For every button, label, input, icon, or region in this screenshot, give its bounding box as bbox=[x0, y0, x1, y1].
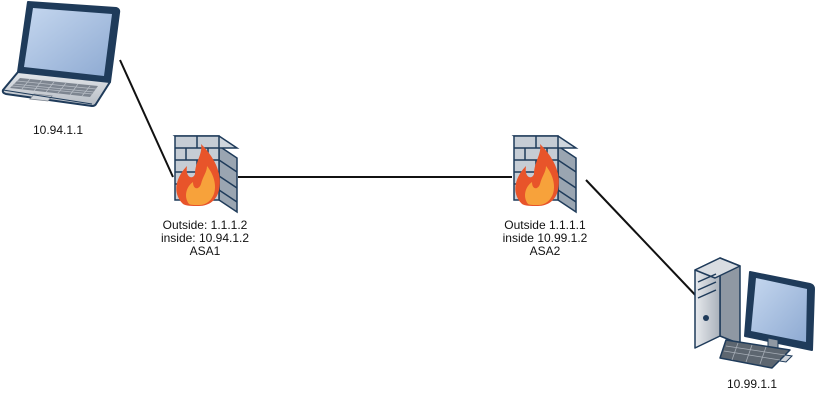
firewall-icon[interactable] bbox=[511, 135, 579, 214]
asa2-label: Outside 1.1.1.1 inside 10.99.1.2 ASA2 bbox=[480, 219, 610, 258]
asa2-outside-ip: Outside 1.1.1.1 bbox=[504, 218, 586, 232]
asa2-inside-ip: inside 10.99.1.2 bbox=[502, 231, 588, 245]
firewall-icon[interactable] bbox=[172, 135, 240, 214]
asa1-inside-ip: inside: 10.94.1.2 bbox=[160, 231, 250, 245]
laptop-ip-label: 10.94.1.1 bbox=[18, 124, 98, 137]
link-asa2-pc bbox=[585, 179, 701, 301]
link-laptop-asa1 bbox=[119, 59, 174, 178]
laptop-icon[interactable] bbox=[1, 1, 121, 107]
pc-ip-label: 10.99.1.1 bbox=[712, 378, 792, 391]
desktop-pc-icon[interactable] bbox=[694, 257, 815, 369]
asa1-outside-ip: Outside: 1.1.1.2 bbox=[162, 218, 248, 232]
asa2-name: ASA2 bbox=[529, 244, 561, 258]
pc-ip: 10.99.1.1 bbox=[726, 377, 778, 391]
links bbox=[119, 59, 701, 301]
asa1-name: ASA1 bbox=[189, 244, 221, 258]
asa1-label: Outside: 1.1.1.2 inside: 10.94.1.2 ASA1 bbox=[140, 219, 270, 258]
laptop-ip: 10.94.1.1 bbox=[32, 123, 84, 137]
